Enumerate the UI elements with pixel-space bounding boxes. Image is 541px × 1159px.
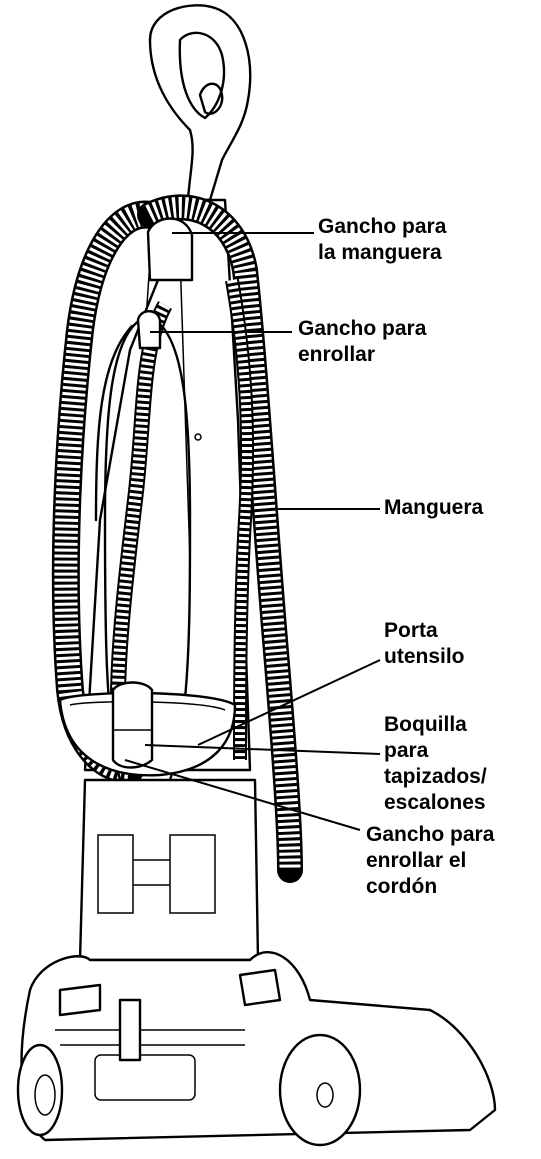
label-line: cordón [366,874,494,900]
lower-body [80,780,258,960]
label-cord-wrap-hook: Gancho para enrollar el cordón [366,822,494,900]
label-line: Gancho para [366,822,494,848]
label-line: Manguera [384,495,483,521]
label-line: Gancho para [318,214,446,240]
label-line: enrollar el [366,848,494,874]
hose-hook [148,219,192,281]
label-line: tapizados/ [384,764,487,790]
label-hose: Manguera [384,495,483,521]
label-line: Porta [384,618,465,644]
label-line: Boquilla [384,712,487,738]
label-line: Gancho para [298,316,426,342]
handle-grip [150,5,250,200]
body-column [85,200,250,770]
label-hose-hook: Gancho para la manguera [318,214,446,266]
label-line: para [384,738,487,764]
label-line: utensilo [384,644,465,670]
label-tool-holder: Porta utensilo [384,618,465,670]
upholstery-tool [113,683,152,768]
label-upholstery-tool: Boquilla para tapizados/ escalones [384,712,487,816]
label-line: escalones [384,790,487,816]
label-line: la manguera [318,240,446,266]
label-line: enrollar [298,342,426,368]
base [22,952,495,1140]
label-wrap-hook: Gancho para enrollar [298,316,426,368]
